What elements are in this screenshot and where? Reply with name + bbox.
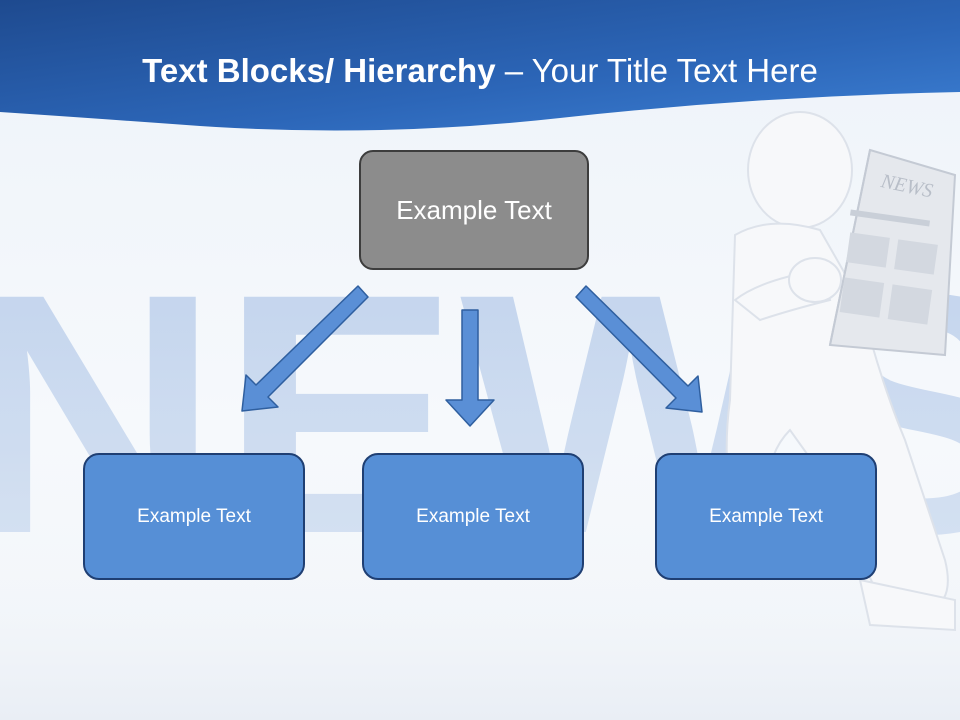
header-banner bbox=[0, 0, 960, 131]
title-dash: – bbox=[504, 52, 524, 89]
child-text-block-right: Example Text bbox=[655, 453, 877, 580]
arrow-center bbox=[445, 309, 495, 427]
hand-graphic bbox=[788, 257, 842, 303]
top-text-block: Example Text bbox=[359, 150, 589, 270]
title-bold-part: Text Blocks/ Hierarchy bbox=[142, 52, 496, 89]
child-text-block-left: Example Text bbox=[83, 453, 305, 580]
arrow-right bbox=[575, 285, 703, 413]
arrow-left bbox=[241, 285, 369, 412]
slide-title: Text Blocks/ Hierarchy – Your Title Text… bbox=[0, 52, 960, 90]
child-text-block-center: Example Text bbox=[362, 453, 584, 580]
title-regular-part: Your Title Text Here bbox=[531, 52, 818, 89]
newspaper-graphic: NEWS bbox=[828, 148, 957, 357]
